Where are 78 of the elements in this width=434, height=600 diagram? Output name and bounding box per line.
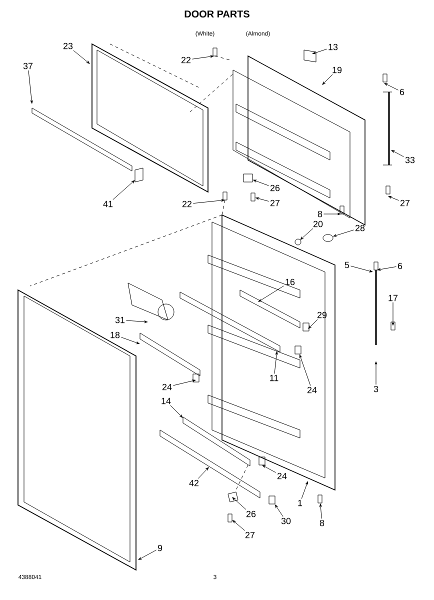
callout-number: 6 xyxy=(398,262,402,270)
callout-number: 26 xyxy=(270,184,280,192)
hinge-part xyxy=(243,174,253,182)
leader-line xyxy=(350,266,373,272)
callout-number: 22 xyxy=(181,56,191,64)
callout-number: 18 xyxy=(110,332,120,338)
leader-line xyxy=(253,180,270,186)
leader-line xyxy=(170,405,183,418)
screw-part xyxy=(318,494,322,504)
callout-number: 24 xyxy=(277,472,287,480)
callout-number: 28 xyxy=(355,224,365,232)
diagram-title: DOOR PARTS xyxy=(184,10,250,18)
callout-number: 20 xyxy=(313,220,323,228)
leader-line xyxy=(192,199,225,204)
callout-number: 24 xyxy=(307,386,317,394)
callout-number: 3 xyxy=(374,386,378,392)
leader-line xyxy=(120,337,140,344)
leader-line xyxy=(126,320,148,323)
callout-number: 13 xyxy=(328,44,338,50)
leader-line xyxy=(274,504,284,517)
leader-line xyxy=(138,550,156,560)
callout-number: 26 xyxy=(246,510,256,518)
clip-part xyxy=(268,496,276,504)
callout-number: 29 xyxy=(317,312,327,318)
screw-part xyxy=(228,514,232,522)
leader-line xyxy=(384,83,398,90)
leader-line xyxy=(322,74,333,85)
callout-number: 27 xyxy=(245,532,255,538)
callout-number: 31 xyxy=(115,316,125,324)
callout-number: 19 xyxy=(332,66,342,74)
callout-number: 27 xyxy=(400,200,410,206)
leader-line xyxy=(301,481,308,499)
callout-number: 41 xyxy=(103,200,113,208)
leader-line xyxy=(274,351,278,374)
callout-number: 22 xyxy=(182,200,192,208)
callout-number: 5 xyxy=(344,262,350,268)
leader-line xyxy=(333,230,354,237)
screw-part xyxy=(250,192,256,202)
leader-line xyxy=(198,467,209,479)
leader-line xyxy=(256,197,270,202)
callout-number: 24 xyxy=(162,384,172,390)
leader-line xyxy=(300,228,314,240)
callout-number: 33 xyxy=(405,156,415,164)
leader-line xyxy=(392,302,394,326)
callout-number: 8 xyxy=(320,520,324,526)
callout-number: 9 xyxy=(158,544,162,552)
leader-line xyxy=(73,50,90,64)
leader-line xyxy=(112,180,135,200)
callout-number: 17 xyxy=(388,294,398,302)
leader-line xyxy=(319,504,322,519)
leader-line xyxy=(172,380,196,386)
callout-number: 1 xyxy=(298,500,302,506)
callout-number: 37 xyxy=(23,62,33,70)
leader-line xyxy=(192,55,214,60)
leader-line xyxy=(262,465,276,473)
leader-line xyxy=(299,354,311,386)
leader-line xyxy=(312,48,328,54)
leader-line xyxy=(232,520,246,531)
leader-line xyxy=(308,319,318,329)
leader-line xyxy=(391,150,404,157)
callout-number: 14 xyxy=(162,398,171,404)
clip-part xyxy=(294,346,302,354)
callout-number: 27 xyxy=(270,200,280,206)
callout-number: 16 xyxy=(286,278,295,286)
hinge-part xyxy=(322,234,334,242)
callout-number: 11 xyxy=(270,374,278,382)
leader-line xyxy=(388,196,400,201)
leader-line xyxy=(374,361,378,385)
callout-number: 42 xyxy=(189,480,199,486)
callout-number: 6 xyxy=(400,88,404,96)
leader-line xyxy=(323,212,341,216)
leader-line xyxy=(232,497,246,510)
leader-line xyxy=(377,266,396,271)
leader-line xyxy=(258,286,284,302)
callout-number: 8 xyxy=(318,210,322,218)
callout-number: 23 xyxy=(63,42,73,50)
callout-number: 30 xyxy=(281,518,291,524)
leader-line xyxy=(28,70,33,104)
